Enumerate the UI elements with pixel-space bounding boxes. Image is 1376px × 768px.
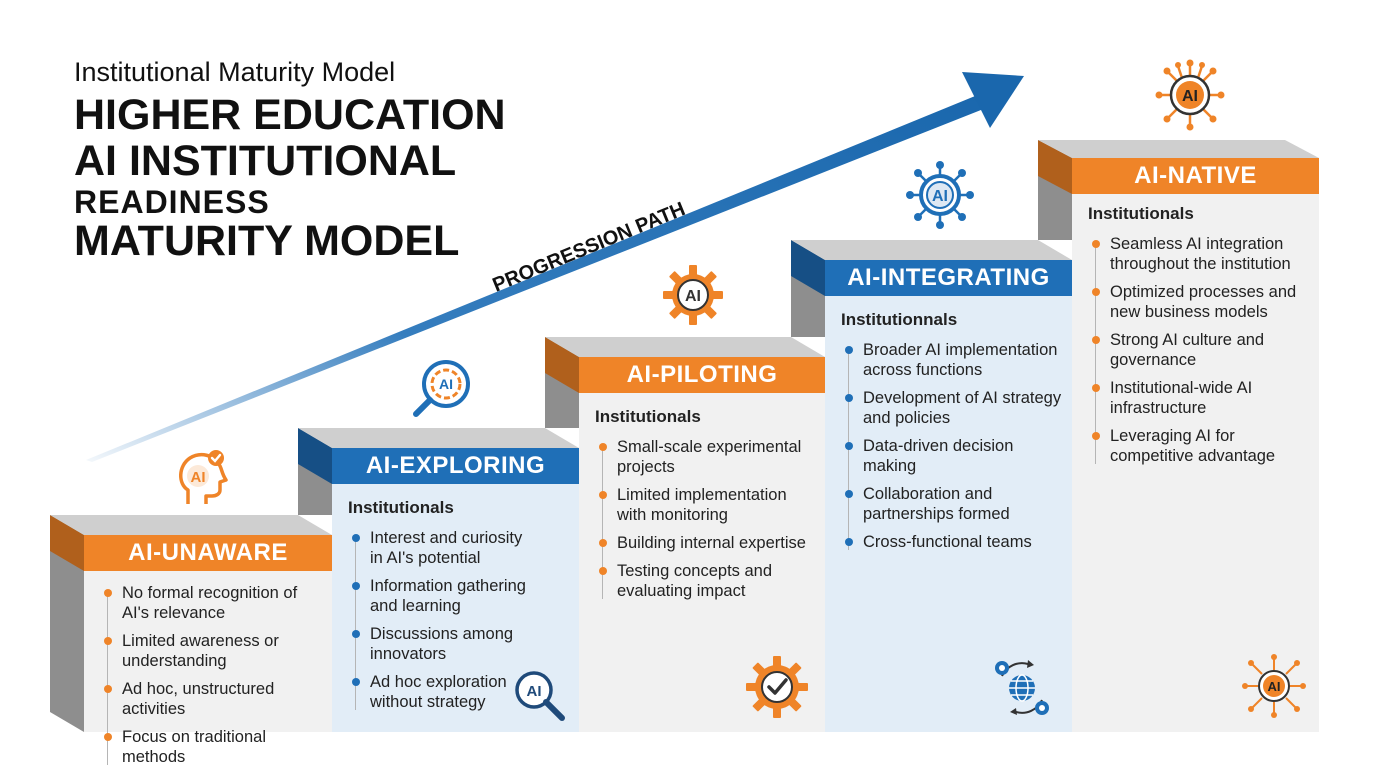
head-ai-check-icon: AI xyxy=(179,450,228,504)
stage-items: Seamless AI integration throughout the i… xyxy=(1092,234,1313,474)
subtitle: Institutional Maturity Model xyxy=(74,57,396,87)
list-item: Limited awareness or understanding xyxy=(104,631,326,671)
list-item: Cross-functional teams xyxy=(845,532,1066,552)
stage-heading: Institutionals xyxy=(595,407,701,426)
stage-heading: Institutionals xyxy=(1088,204,1194,223)
step-side-0 xyxy=(50,515,84,732)
list-item: Development of AI strategy and policies xyxy=(845,388,1066,428)
step-side-0-orange xyxy=(50,515,84,571)
stage-title: AI-UNAWARE xyxy=(84,535,332,571)
list-item: Data-driven decision making xyxy=(845,436,1066,476)
stage-items: Small-scale experimental projects Limite… xyxy=(599,437,819,609)
title-block: Institutional Maturity Model HIGHER EDUC… xyxy=(74,56,554,263)
title-line-2: AI INSTITUTIONAL xyxy=(74,137,457,185)
ai-circuit-small-icon: AI xyxy=(1242,654,1306,718)
list-item: Ad hoc, unstructured activities xyxy=(104,679,326,719)
icon-ai-text: AI xyxy=(439,376,453,392)
list-item: Small-scale experimental projects xyxy=(599,437,819,477)
globe-gears-cycle-icon xyxy=(995,660,1049,715)
icon-ai-text: AI xyxy=(1268,679,1281,694)
stage-ai-native: AI-NATIVE Institutionals Seamless AI int… xyxy=(1072,158,1319,732)
step-top-2 xyxy=(545,337,825,357)
stage-items: Broader AI implementation across functio… xyxy=(845,340,1066,560)
progression-label: PROGRESSION PATH xyxy=(490,198,689,297)
step-top-1 xyxy=(298,428,579,448)
network-ai-icon: AI xyxy=(906,161,974,229)
title-line-3: READINESS xyxy=(74,184,270,220)
list-item: Institutional-wide AI infrastructure xyxy=(1092,378,1313,418)
list-item: No formal recognition of AI's relevance xyxy=(104,583,326,623)
list-item: Seamless AI integration throughout the i… xyxy=(1092,234,1313,274)
icon-ai-text: AI xyxy=(1182,88,1198,105)
step-top-0 xyxy=(50,515,332,535)
step-top-faces xyxy=(50,140,1319,535)
stage-items: No formal recognition of AI's relevance … xyxy=(104,583,326,768)
arrow-head xyxy=(962,72,1024,128)
list-item: Focus on traditional methods xyxy=(104,727,326,767)
stage-ai-unaware: AI-UNAWARE No formal recognition of AI's… xyxy=(84,535,332,766)
stage-ai-integrating: AI-INTEGRATING Institutionnals Broader A… xyxy=(825,260,1072,732)
list-item: Information gathering and learning xyxy=(352,576,539,616)
stage-heading: Institutionnals xyxy=(841,310,958,329)
step-side-3-blue xyxy=(791,240,825,296)
stage-body xyxy=(1072,158,1319,732)
arrow-shaft xyxy=(86,94,986,462)
title-line-4: MATURITY MODEL xyxy=(74,217,460,265)
icon-ai-text: AI xyxy=(191,469,206,486)
list-item: Collaboration and partnerships formed xyxy=(845,484,1066,524)
list-item: Strong AI culture and governance xyxy=(1092,330,1313,370)
stage-heading: Institutionals xyxy=(348,498,454,517)
ai-chip-circuit-icon: AI xyxy=(1155,59,1225,131)
stage-body xyxy=(825,260,1072,732)
stage-title: AI-NATIVE xyxy=(1072,158,1319,194)
step-top-3 xyxy=(791,240,1072,260)
list-item: Testing concepts and evaluating impact xyxy=(599,561,819,601)
gear-ai-icon: AI xyxy=(663,265,723,325)
step-side-faces xyxy=(50,140,1072,732)
icon-ai-text: AI xyxy=(932,188,948,205)
list-item: Interest and curiosity in AI's potential xyxy=(352,528,539,568)
stage-title: AI-PILOTING xyxy=(579,357,825,393)
stage-title: AI-INTEGRATING xyxy=(825,260,1072,296)
step-side-2-orange xyxy=(545,337,579,393)
magnifier-ai-small-icon: AI xyxy=(515,671,565,721)
list-item: Leveraging AI for competitive advantage xyxy=(1092,426,1313,466)
icon-ai-text: AI xyxy=(527,683,542,700)
list-item: Optimized processes and new business mod… xyxy=(1092,282,1313,322)
step-top-4 xyxy=(1038,140,1319,158)
list-item: Broader AI implementation across functio… xyxy=(845,340,1066,380)
icon-ai-text: AI xyxy=(685,288,701,305)
stage-title: AI-EXPLORING xyxy=(332,448,579,484)
progression-arrow xyxy=(86,72,1024,462)
list-item: Building internal expertise xyxy=(599,533,819,553)
step-side-1-blue xyxy=(298,428,332,484)
list-item: Ad hoc exploration without strategy xyxy=(352,672,539,712)
stage-items: Interest and curiosity in AI's potential… xyxy=(352,528,539,720)
gear-check-icon xyxy=(746,656,808,718)
list-item: Discussions among innovators xyxy=(352,624,539,664)
list-item: Limited implementation with monitoring xyxy=(599,485,819,525)
magnifier-ai-icon: AI xyxy=(413,360,470,417)
title-line-1: HIGHER EDUCATION xyxy=(74,91,506,139)
